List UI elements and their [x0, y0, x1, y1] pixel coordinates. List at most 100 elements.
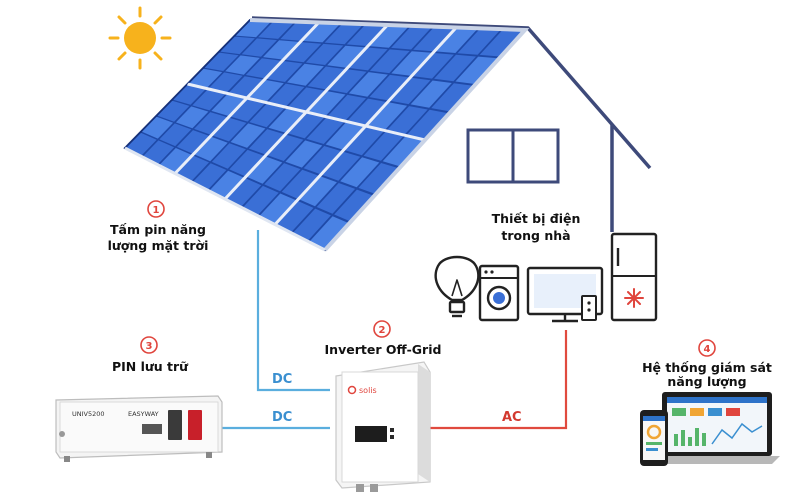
solar-cell	[348, 47, 388, 71]
solar-cell	[334, 189, 374, 222]
solar-cell	[266, 61, 303, 82]
ac-wire	[428, 330, 568, 430]
solar-cell	[306, 117, 345, 144]
solar-cell	[327, 45, 366, 68]
solar-cell	[235, 20, 272, 38]
solar-cell	[126, 132, 157, 156]
solar-cell	[284, 42, 322, 63]
module-gap	[187, 82, 426, 142]
inverter-display	[355, 426, 387, 442]
solar-cell	[303, 146, 342, 175]
solar-cell	[363, 131, 404, 161]
solar-cell	[176, 130, 210, 154]
solar-cell	[287, 63, 324, 86]
solar-cell	[243, 185, 279, 215]
solar-cell	[209, 170, 244, 198]
solar-cell	[220, 36, 255, 55]
solar-cell	[369, 49, 410, 74]
solar-cell	[321, 151, 361, 181]
solar-cell	[328, 69, 367, 94]
solar-cell	[175, 106, 209, 129]
svg-text:4: 4	[704, 344, 711, 355]
ac-label: AC	[502, 410, 522, 425]
solar-cell	[344, 127, 384, 156]
solar-cell	[192, 89, 226, 111]
solar-cell	[248, 79, 284, 102]
solar-cell	[382, 136, 424, 167]
inverter-label: Inverter Off-Grid	[325, 342, 442, 357]
solar-cell	[327, 94, 366, 121]
solar-cell	[194, 112, 228, 135]
badge-4: 4	[698, 339, 716, 357]
solar-cell	[285, 140, 323, 168]
badge-3: 3	[140, 336, 158, 354]
dc-label-battery: DC	[272, 410, 292, 425]
solar-cell	[309, 216, 349, 249]
solar-cell	[157, 100, 190, 122]
monitoring-devices	[640, 392, 780, 466]
appliances-label-line1: Thiết bị điện	[492, 211, 581, 226]
solar-cell	[307, 66, 346, 90]
solar-cell	[267, 134, 304, 161]
solar-cell	[228, 76, 264, 98]
solar-cell	[406, 109, 449, 139]
solar-cell	[189, 68, 223, 88]
battery-label: PIN lưu trữ	[112, 359, 189, 374]
battery-brand: EASYWAY	[128, 410, 159, 418]
solar-panel-label-line1: Tấm pin năng	[110, 222, 206, 237]
house-outline	[251, 16, 652, 232]
solar-cell	[316, 183, 356, 214]
solar-cell	[347, 98, 387, 125]
solar-cell	[143, 140, 175, 164]
solar-cell	[412, 53, 454, 79]
solar-cell	[413, 27, 455, 52]
inverter: solis	[335, 361, 431, 492]
solar-cell	[204, 52, 239, 71]
wires	[222, 230, 568, 430]
solar-cell	[390, 77, 431, 105]
solar-cell	[348, 72, 388, 97]
solar-cell	[208, 72, 243, 93]
svg-text:1: 1	[153, 205, 160, 216]
solar-cell	[176, 155, 209, 181]
solar-cell	[455, 56, 499, 84]
solar-cell	[299, 176, 337, 207]
solar-cell	[288, 87, 325, 112]
solar-cell	[358, 163, 399, 194]
solar-cell	[226, 178, 262, 207]
refrigerator-icon	[610, 232, 658, 322]
solar-cell	[280, 22, 318, 41]
solar-cell	[479, 30, 524, 57]
solar-cell	[369, 74, 410, 101]
tv-icon	[526, 266, 604, 323]
solar-cell	[457, 29, 501, 55]
solar-cell	[245, 58, 282, 79]
solar-cell	[211, 143, 246, 169]
solar-cell	[435, 28, 478, 53]
dc-wire-panel	[256, 230, 330, 392]
solar-cell	[230, 123, 266, 148]
solar-cell	[241, 38, 277, 57]
svg-text:3: 3	[146, 341, 153, 352]
solar-cell	[268, 83, 305, 107]
solar-cell	[387, 106, 428, 135]
solar-cell	[258, 21, 295, 39]
solar-cell	[340, 157, 380, 188]
light-bulb-icon	[434, 255, 480, 318]
solar-cell	[391, 51, 432, 76]
solar-cell	[248, 129, 285, 155]
solar-cell	[229, 149, 265, 177]
battery: UNIV5200 EASYWAY	[55, 395, 223, 462]
solar-cell	[159, 123, 192, 147]
solar-cell	[212, 117, 247, 142]
solar-panel-array	[123, 18, 530, 252]
solar-cell	[307, 91, 346, 116]
solar-cell	[325, 122, 364, 150]
badge-2: 2	[373, 320, 391, 338]
solar-panel-label-line2: lượng mặt trời	[108, 238, 209, 253]
solar-cell	[249, 103, 285, 128]
solar-cell	[246, 156, 283, 184]
solar-cell	[431, 83, 474, 112]
